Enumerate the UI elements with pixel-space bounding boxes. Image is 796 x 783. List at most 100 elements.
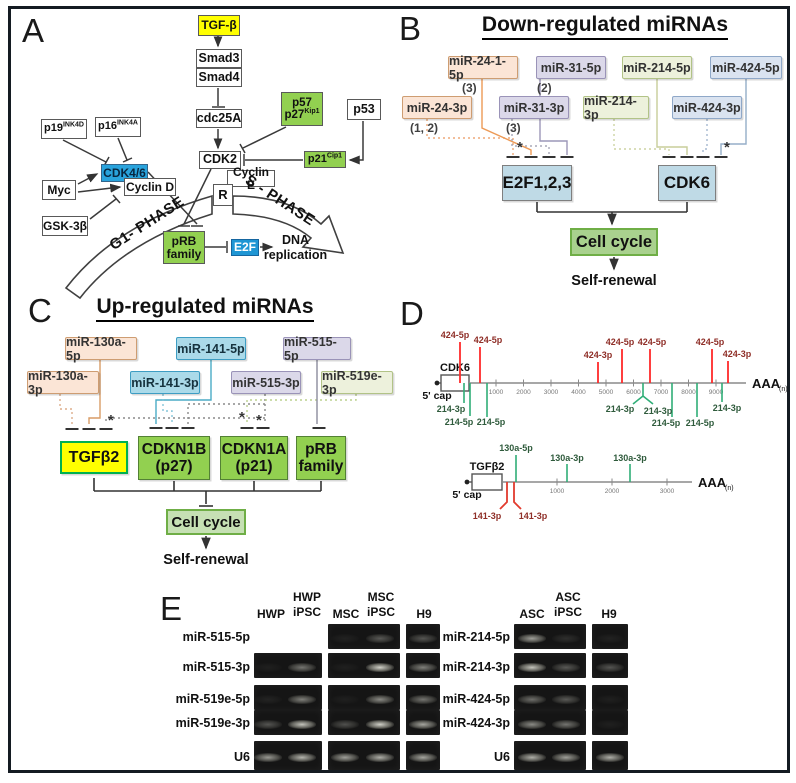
gel-row-mir-424-5p: miR-424-5p (442, 692, 510, 706)
svg-text:214-5p: 214-5p (445, 417, 474, 427)
gel-header-h9-left: H9 (416, 607, 432, 621)
svg-text:141-3p: 141-3p (473, 511, 502, 521)
node-p27-label: p27Kip1 (285, 108, 320, 121)
gel-band (518, 720, 546, 729)
panel-label-a: A (22, 12, 45, 49)
gel-block (592, 624, 628, 649)
node-r-label: R (218, 186, 228, 202)
target-prb-line2: family (298, 458, 344, 475)
gel-band (552, 634, 580, 643)
gel-block (328, 685, 400, 710)
gel-header-msc: MSC (332, 607, 360, 621)
target-prb-line1: pRB (305, 440, 337, 458)
target-cdkn1a: CDKN1A (p21) (220, 436, 288, 480)
gel-block (328, 624, 400, 649)
node-p53: p53 (347, 99, 381, 120)
self-renewal-b: Self-renewal (571, 273, 657, 289)
gel-block (592, 741, 628, 770)
gel-band (366, 753, 394, 762)
gel-band (518, 695, 546, 704)
svg-text:3000: 3000 (544, 389, 559, 396)
svg-text:2000: 2000 (605, 488, 620, 495)
target-cdk6: CDK6 (658, 165, 716, 201)
gel-header-msc-ipsc: MSC iPSC (360, 590, 402, 620)
mir-141-5p-box: miR-141-5p (176, 337, 246, 360)
gel-band (288, 720, 316, 729)
panelC-title-text: Up-regulated miRNAs (96, 295, 314, 322)
mir-519e-3p-box: miR-519e-3p (321, 368, 393, 397)
mir-24-3p-label: miR-24-3p (406, 100, 468, 115)
tgfb2-green-sites (515, 455, 631, 482)
gel-band (552, 695, 580, 704)
svg-text:424-5p: 424-5p (474, 335, 503, 345)
node-p21-label: p21Cip1 (308, 152, 342, 166)
gel-band (331, 634, 359, 643)
gel-band (409, 720, 437, 729)
node-p21: p21Cip1 (304, 151, 346, 168)
svg-text:424-3p: 424-3p (723, 349, 752, 359)
mir-31-5p-box: miR-31-5p (536, 56, 606, 79)
gel-block (328, 710, 400, 735)
node-myc-label: Myc (47, 182, 71, 197)
count-24-3p: (1, 2) (410, 121, 439, 135)
svg-text:424-5p: 424-5p (696, 337, 725, 347)
gel-band (409, 634, 437, 643)
cdk6-green-labels: 214-3p 214-5p 214-5p 214-3p 214-3p 214-5… (437, 403, 742, 428)
cdk6-aaa-sub: (n) (779, 386, 788, 393)
svg-text:4000: 4000 (571, 389, 586, 396)
node-cyclin-e: Cyclin E (227, 165, 275, 191)
gel-block (406, 741, 440, 770)
node-cdk46: CDK4/6 (101, 164, 148, 182)
dna-replication-label: DNA replication (258, 233, 333, 263)
cdk6-red-sites (459, 342, 729, 383)
gel-band (409, 753, 437, 762)
gel-band (518, 634, 546, 643)
node-cyclin-d: Cyclin D (124, 178, 176, 196)
target-tgfb2-label: TGFβ2 (68, 448, 120, 466)
gel-block (328, 653, 400, 678)
svg-text:6000: 6000 (626, 389, 641, 396)
target-e2f123-label: E2F1,2,3 (502, 173, 572, 192)
target-cdkn1a-line1: CDKN1A (221, 440, 287, 458)
gel-band (409, 663, 437, 672)
cell-cycle-box-c: Cell cycle (166, 509, 246, 535)
panel-label-c: C (28, 292, 52, 329)
mir-515-5p-box: miR-515-5p (283, 335, 351, 363)
panel-label-d: D (400, 295, 424, 332)
dna-line1: DNA (281, 233, 310, 247)
node-prb-line2: family (166, 246, 202, 261)
gel-band (552, 753, 580, 762)
mir-519e-3p-label: miR-519e-3p (322, 368, 382, 397)
gel-block (254, 710, 322, 735)
gel-band (254, 720, 282, 729)
node-p57-label: p57 (292, 96, 312, 109)
svg-text:214-3p: 214-3p (644, 406, 673, 416)
gel-band (288, 753, 316, 762)
mir-424-5p-box: miR-424-5p (710, 56, 782, 79)
gel-block (254, 685, 322, 710)
count-24-1-5p: (3) (462, 81, 477, 95)
gel-band (331, 663, 359, 672)
gel-band (552, 720, 580, 729)
gel-band (596, 634, 624, 643)
mir-141-3p-box: miR-141-3p (130, 371, 200, 394)
gel-block (514, 741, 586, 770)
gel-block (254, 741, 322, 770)
svg-text:5000: 5000 (599, 389, 614, 396)
svg-text:214-3p: 214-3p (437, 404, 466, 414)
gel-row-mir-515-5p: miR-515-5p (182, 630, 250, 644)
mir-31-5p-label: miR-31-5p (540, 60, 602, 75)
mir-31-3p-label: miR-31-3p (503, 100, 565, 115)
svg-text:7000: 7000 (654, 389, 669, 396)
gel-band (409, 695, 437, 704)
gel-row-u6-right: U6 (494, 750, 510, 764)
node-p16: p16INK4A (95, 117, 141, 137)
cdk6-gene-label: CDK6 (440, 362, 470, 374)
svg-text:214-3p: 214-3p (606, 404, 635, 414)
svg-text:130a-3p: 130a-3p (613, 453, 647, 463)
target-cdkn1b-line2: (p27) (155, 458, 193, 475)
svg-text:1000: 1000 (550, 488, 565, 495)
gel-header-msc-ipsc-l2: iPSC (366, 605, 395, 619)
